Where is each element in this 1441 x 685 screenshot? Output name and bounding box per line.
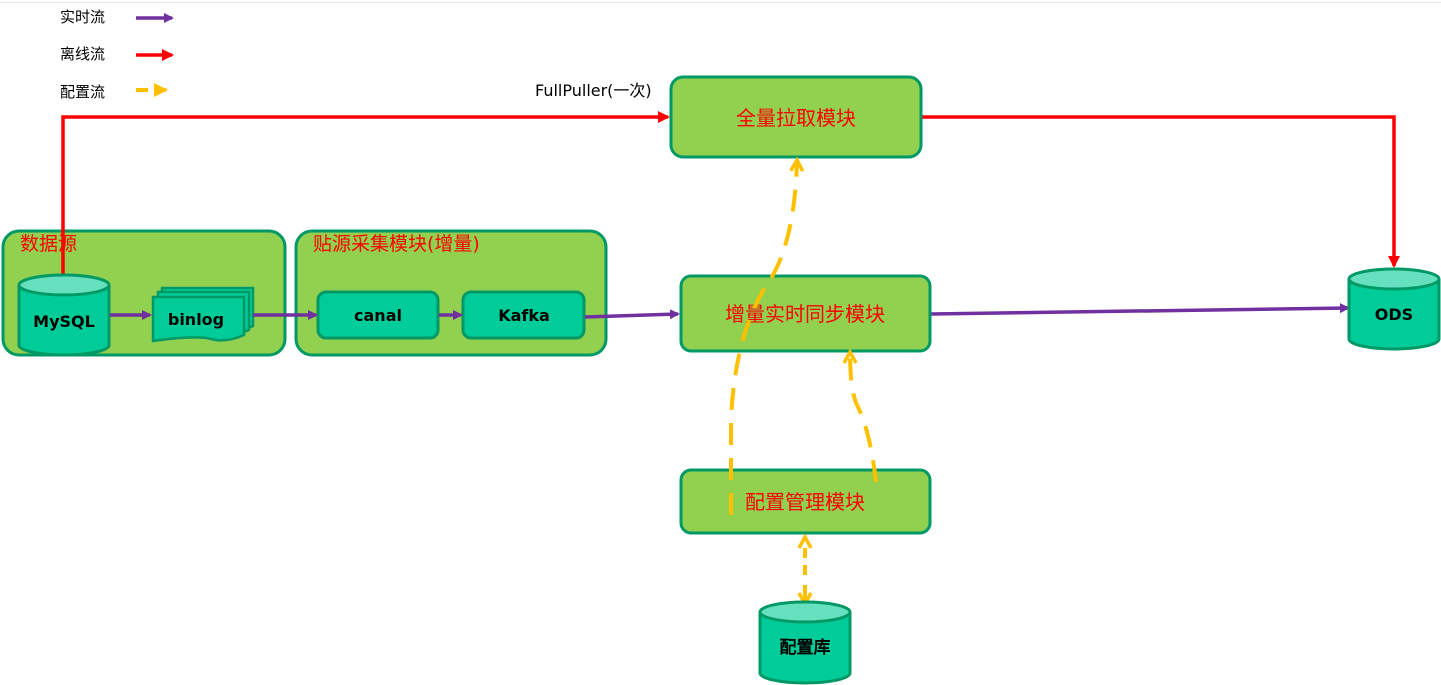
config-flow-to-fullpull: [729, 160, 797, 515]
collector-group-title: 贴源采集模块(增量): [313, 233, 480, 255]
offline-flow-fullpull-to-ods: [922, 115, 1400, 268]
incremental-sync-module-label: 增量实时同步模块: [725, 302, 885, 326]
full-pull-module-label: 全量拉取模块: [736, 106, 856, 130]
legend: 实时流 离线流 配置流: [60, 8, 174, 101]
top-border-line: [0, 2, 1441, 3]
ods-db-icon: ODS: [1347, 267, 1441, 351]
canal-label: canal: [354, 306, 402, 325]
realtime-flow-kafka-to-sync: [584, 309, 680, 320]
binlog-label: binlog: [168, 310, 224, 329]
mysql-db-icon: MySQL: [17, 273, 111, 357]
binlog-icon: binlog: [151, 286, 255, 343]
config-db-icon: 配置库: [758, 600, 852, 685]
ods-label: ODS: [1375, 305, 1413, 324]
datasource-group-title: 数据源: [20, 233, 77, 255]
kafka-node: [461, 290, 586, 340]
mysql-label: MySQL: [33, 312, 95, 331]
legend-realtime-label: 实时流: [60, 8, 105, 26]
config-mgmt-module-label: 配置管理模块: [745, 490, 865, 514]
config-flow-to-sync: [850, 352, 878, 483]
legend-offline-label: 离线流: [60, 45, 105, 63]
full-puller-label: FullPuller(一次): [535, 81, 652, 100]
offline-flow-mysql-to-fullpull: [61, 111, 670, 276]
legend-config-label: 配置流: [60, 83, 105, 101]
config-mgmt-module: [679, 468, 932, 535]
realtime-flow-sync-to-ods: [930, 303, 1350, 316]
canal-node: [316, 290, 440, 340]
config-db-label: 配置库: [780, 637, 831, 658]
kafka-label: Kafka: [498, 306, 550, 325]
